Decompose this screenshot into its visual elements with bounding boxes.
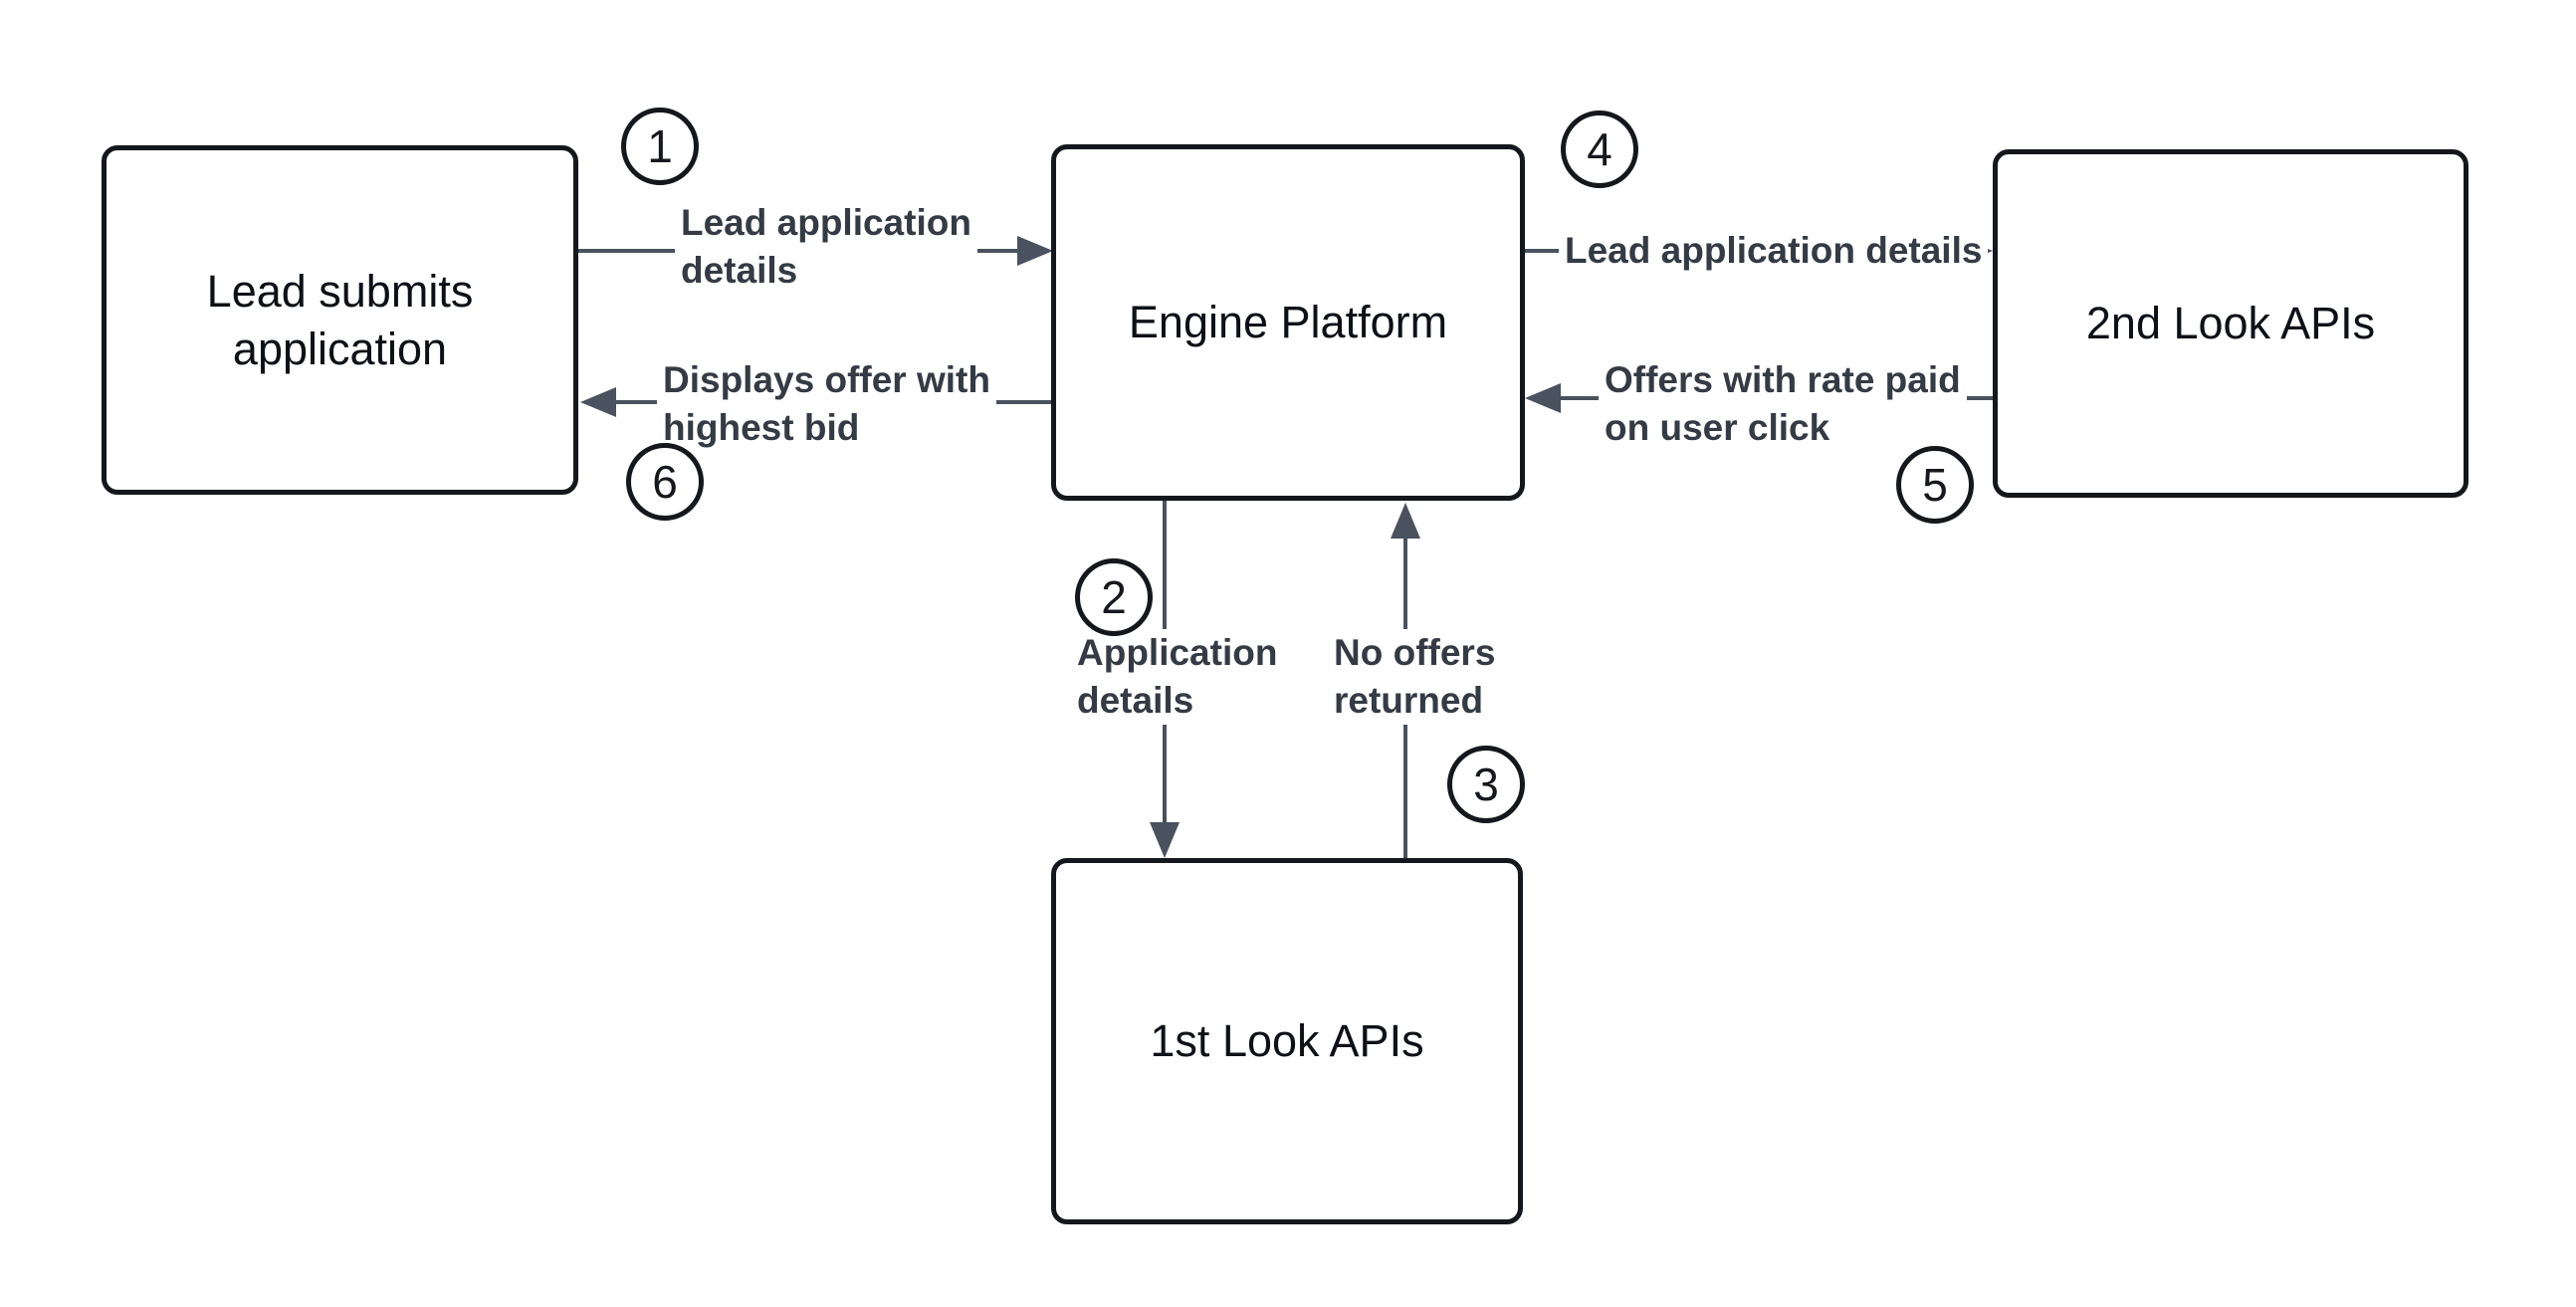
node-engine-platform: Engine Platform (1051, 144, 1525, 501)
arrow-4-label-line1: Lead application details (1565, 230, 1983, 271)
arrow-5-label-line1: Offers with rate paid (1605, 359, 1961, 400)
node-engine-platform-label: Engine Platform (1128, 297, 1448, 348)
arrow-5-label: Offers with rate paid on user click (1599, 356, 1967, 452)
arrow-3-label-line1: No offers (1334, 632, 1496, 673)
step-badge-2-number: 2 (1101, 571, 1127, 623)
arrow-5-left-arrowhead-icon (1525, 383, 1561, 413)
node-lead-submits-application-label: Lead submits application (206, 265, 474, 374)
arrow-2-label-line2: details (1077, 680, 1194, 721)
node-1st-look-apis-label: 1st Look APIs (1150, 1015, 1424, 1067)
arrow-1-right-arrowhead-icon (1017, 236, 1053, 266)
step-badge-5: 5 (1896, 446, 1974, 524)
arrow-3-label: No offers returned (1328, 629, 1502, 725)
arrow-5-label-line2: on user click (1605, 407, 1830, 448)
step-badge-4: 4 (1561, 110, 1638, 188)
step-badge-3-number: 3 (1473, 759, 1499, 810)
arrow-2-label-line1: Application (1077, 632, 1278, 673)
arrow-1-label-line2: details (681, 250, 798, 291)
step-badge-4-number: 4 (1587, 123, 1612, 175)
arrow-1-label-line1: Lead application (681, 202, 971, 243)
arrow-2-down-arrowhead-icon (1150, 822, 1180, 858)
arrow-4-label: Lead application details (1559, 227, 1989, 275)
step-badge-3: 3 (1447, 746, 1525, 823)
arrow-3-up-arrowhead-icon (1391, 503, 1420, 539)
arrow-6-label: Displays offer with highest bid (657, 356, 996, 452)
arrow-6-left-arrowhead-icon (580, 387, 616, 417)
node-2nd-look-apis-label: 2nd Look APIs (2085, 298, 2376, 349)
arrow-2-label: Application details (1071, 629, 1284, 725)
step-badge-1-number: 1 (647, 120, 673, 172)
arrow-6-label-line1: Displays offer with (663, 359, 990, 400)
node-lead-submits-application: Lead submits application (102, 145, 578, 495)
step-badge-6: 6 (626, 443, 704, 521)
step-badge-2: 2 (1075, 558, 1153, 636)
step-badge-1: 1 (621, 108, 699, 185)
node-2nd-look-apis: 2nd Look APIs (1993, 149, 2469, 498)
arrow-6-label-line2: highest bid (663, 407, 860, 448)
step-badge-5-number: 5 (1922, 459, 1948, 511)
arrow-3-label-line2: returned (1334, 680, 1484, 721)
arrow-1-label: Lead application details (675, 199, 977, 295)
node-1st-look-apis: 1st Look APIs (1051, 858, 1523, 1224)
step-badge-6-number: 6 (652, 456, 678, 508)
